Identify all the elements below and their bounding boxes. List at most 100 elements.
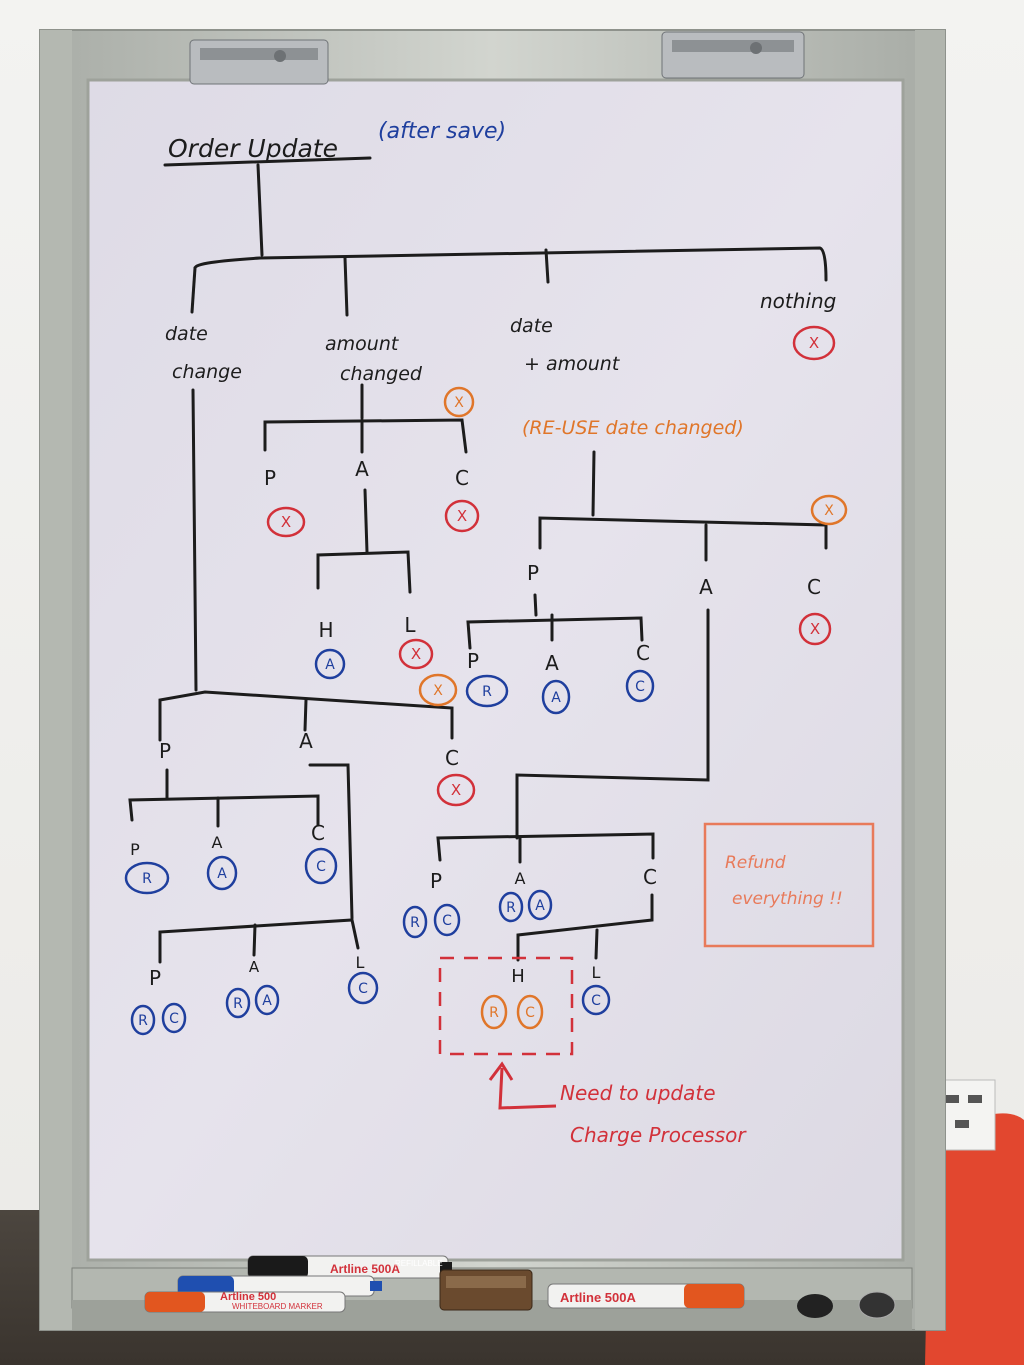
svg-text:Artline 500: Artline 500: [220, 1291, 276, 1303]
svg-text:WHITEBOARD MARKER: WHITEBOARD MARKER: [232, 1302, 323, 1311]
letter-p: P: [467, 649, 479, 673]
orange-annotations: (RE-USE date changed): [522, 417, 744, 439]
svg-text:X: X: [809, 334, 819, 352]
svg-text:Need to update: Need to update: [560, 1081, 716, 1105]
svg-text:A: A: [325, 657, 335, 673]
svg-text:C: C: [358, 981, 368, 997]
branch-date-amount-line1: date: [510, 315, 553, 337]
refund-note: Refund everything !!: [725, 853, 843, 909]
letter-c: C: [807, 575, 821, 599]
marker-blue[interactable]: [177, 1275, 382, 1297]
svg-text:everything !!: everything !!: [732, 889, 843, 909]
branch-nothing: nothing: [760, 289, 836, 313]
svg-text:X: X: [457, 507, 467, 525]
letter-a: A: [299, 729, 313, 753]
title-note: (after save): [378, 119, 506, 144]
blue-circle-letters: A R A C R A C R C R A R C R A C C: [138, 657, 645, 1029]
letter-p: P: [159, 739, 171, 763]
svg-text:A: A: [535, 898, 545, 914]
letter-p: P: [149, 966, 161, 990]
svg-text:R: R: [138, 1013, 148, 1029]
right-clip: [661, 31, 805, 79]
letter-p: P: [264, 466, 276, 490]
arrow-head-icon: [488, 1061, 514, 1081]
letter-c: C: [445, 746, 459, 770]
charge-note: Need to update Charge Processor: [560, 1081, 747, 1147]
magnet-button[interactable]: [858, 1291, 896, 1319]
red-circles: [266, 325, 836, 807]
letter-c: C: [311, 821, 325, 845]
reuse-note: (RE-USE date changed): [522, 417, 744, 439]
svg-text:A: A: [262, 993, 272, 1009]
svg-text:X: X: [281, 513, 291, 531]
letter-p: P: [527, 561, 539, 585]
branch-amount-changed-line1: amount: [325, 333, 400, 355]
svg-text:X: X: [810, 620, 820, 638]
svg-text:R: R: [142, 871, 152, 887]
letter-a: A: [545, 651, 559, 675]
svg-text:REFILLABLE: REFILLABLE: [395, 1259, 443, 1268]
svg-text:R: R: [506, 900, 516, 916]
svg-text:Refund: Refund: [725, 853, 786, 873]
beanbag: [925, 1113, 1024, 1365]
letter-h: H: [511, 966, 525, 987]
branch-date-change-line2: change: [172, 361, 242, 383]
letter-l: L: [592, 963, 601, 982]
letter-c: C: [636, 641, 650, 665]
eraser[interactable]: [439, 1269, 533, 1311]
letter-p: P: [130, 840, 140, 859]
letter-p: P: [430, 869, 442, 893]
marker-orange-right[interactable]: Artline 500A: [547, 1283, 745, 1309]
orange-circle-letters: X X X R C: [433, 395, 834, 1021]
svg-text:Artline 500A: Artline 500A: [560, 1290, 636, 1305]
svg-text:R: R: [482, 684, 492, 700]
letter-a: A: [699, 575, 713, 599]
svg-text:X: X: [451, 781, 461, 799]
svg-text:C: C: [635, 679, 645, 695]
orange-circles: [418, 386, 848, 1030]
svg-text:R: R: [489, 1005, 499, 1021]
marker-orange-left[interactable]: Artline 500 WHITEBOARD MARKER: [144, 1291, 346, 1313]
svg-text:C: C: [316, 859, 326, 875]
svg-text:A: A: [217, 866, 227, 882]
svg-text:X: X: [411, 645, 421, 663]
arrow-line: [498, 1067, 557, 1110]
letter-a: A: [212, 833, 223, 852]
svg-text:X: X: [824, 503, 834, 519]
refund-box: [703, 822, 875, 948]
svg-text:X: X: [433, 683, 443, 699]
blue-circles: [124, 648, 655, 1036]
dashed-highlight-box: [438, 956, 574, 1056]
magnet-black[interactable]: [797, 1294, 833, 1318]
marker-black[interactable]: Artline 500A REFILLABLE: [247, 1255, 452, 1279]
branch-date-change-line1: date: [165, 323, 208, 345]
letter-l: L: [356, 953, 365, 972]
letter-h: H: [318, 618, 333, 642]
letter-c: C: [643, 865, 657, 889]
tree-letters: P A C H L P A C P A C P A C P A C P A L …: [130, 457, 821, 990]
svg-text:Charge Processor: Charge Processor: [570, 1123, 747, 1147]
letter-a: A: [249, 958, 260, 976]
svg-text:Artline 500A: Artline 500A: [330, 1262, 400, 1276]
blue-annotations: (after save): [378, 119, 506, 144]
svg-text:C: C: [442, 913, 452, 929]
board-title: Order Update: [168, 134, 338, 163]
svg-text:C: C: [591, 993, 601, 1009]
svg-text:X: X: [454, 395, 464, 411]
branch-date-amount-line2: + amount: [524, 353, 621, 375]
svg-text:A: A: [551, 690, 561, 706]
letter-l: L: [404, 613, 416, 637]
svg-text:C: C: [525, 1005, 535, 1021]
svg-text:C: C: [169, 1011, 179, 1027]
left-clip: [189, 39, 329, 85]
whiteboard-surface: [88, 80, 903, 1260]
letter-c: C: [455, 466, 469, 490]
svg-text:R: R: [233, 996, 243, 1012]
branch-amount-changed-line2: changed: [340, 363, 423, 385]
letter-a: A: [515, 869, 526, 888]
letter-a: A: [355, 457, 369, 481]
red-x-marks: X X X X X X: [281, 334, 820, 799]
svg-text:R: R: [410, 915, 420, 931]
tree-lines: [128, 156, 828, 964]
